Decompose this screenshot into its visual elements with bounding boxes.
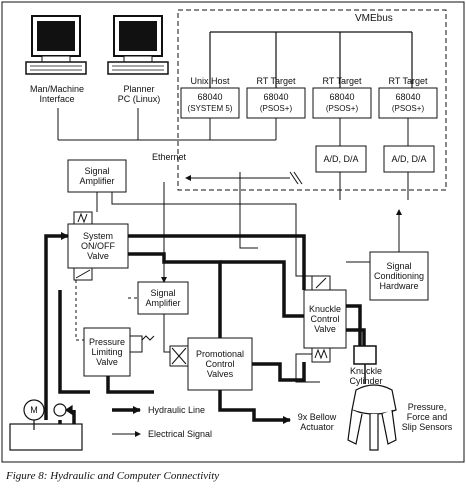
card-title: RT Target [388,76,428,86]
card-os: (SYSTEM 5) [187,104,233,113]
computer-label-line: Man/Machine [29,84,85,94]
signal-amplifier-mid: Signal Amplifier [138,288,188,308]
legend-hydraulic-label: Hydraulic Line [148,405,206,415]
card-title: RT Target [256,76,296,86]
adda-boxes [315,145,435,173]
adda-label: A/D, D/A [323,154,359,164]
knuckle-cylinder-label: Knuckle Cylinder [344,366,388,386]
block-line: Slip Sensors [401,422,453,432]
block-line: Signal [84,166,110,176]
computer-icon [107,15,169,75]
block-line: System [82,231,113,241]
sensors-label: Pressure, Force and Slip Sensors [396,402,458,432]
figure-frame [1,1,465,463]
block-line: Hardware [379,281,419,291]
signal-amplifier-top: Signal Amplifier [68,166,126,186]
block-line: Promotional [195,349,245,359]
computer-label-planner: Planner PC (Linux) [94,84,184,104]
card-os: (PSOS+) [325,104,359,113]
computer-icon [25,15,87,75]
motor-label: M [30,405,38,415]
card-cpu: 68040 [197,92,223,102]
block-line: Actuator [300,422,334,432]
card-title: RT Target [322,76,362,86]
card-title: Unix Host [190,76,230,86]
card-cpu: 68040 [395,92,421,102]
block-line: Control [310,314,340,324]
pump-motor-icon [9,399,83,451]
block-line: Pressure [88,337,125,347]
legend-electrical-label: Electrical Signal [148,429,213,439]
block-line: ON/OFF [81,241,115,251]
vme-bus-lines [209,31,413,88]
block-line: Valve [314,324,336,334]
system-valve-label: System ON/OFF Valve [68,231,128,261]
block-line: Knuckle [349,366,383,376]
ethernet-lines [57,108,303,185]
computer-label-line: PC (Linux) [117,94,161,104]
signal-conditioning-label: Signal Conditioning Hardware [370,261,428,291]
computer-label-line: Planner [123,84,155,94]
knuckle-cylinder [353,345,377,384]
block-line: Valve [87,251,109,261]
prop-valves-label: Promotional Control Valves [188,349,252,379]
block-line: Signal [150,288,176,298]
block-line: Valve [96,357,118,367]
block-line: Knuckle [308,304,342,314]
block-line: Amplifier [79,176,115,186]
block-line: Amplifier [145,298,181,308]
pressure-valve-label: Pressure Limiting Valve [84,337,130,367]
card-cpu: 68040 [329,92,355,102]
vmebus-label: VMEbus [355,13,393,24]
electrical-lines [96,172,409,383]
vme-cards [180,87,438,119]
card-cpu: 68040 [263,92,289,102]
block-line: 9x Bellow [297,412,337,422]
block-line: Control [205,359,235,369]
card-os: (PSOS+) [391,104,425,113]
knuckle-valve-label: Knuckle Control Valve [304,304,346,334]
card-os: (PSOS+) [259,104,293,113]
figure-caption: Figure 8: Hydraulic and Computer Connect… [6,470,220,482]
block-line: Limiting [91,347,123,357]
valve-symbols [73,211,331,367]
block-line: Force and [406,412,448,422]
bellow-actuator-label: 9x Bellow Actuator [290,412,344,432]
block-line: Pressure, [407,402,447,412]
block-line: Conditioning [373,271,425,281]
block-line: Signal [386,261,412,271]
block-line: Valves [206,369,234,379]
gripper-sensor-icon [347,384,397,451]
adda-label: A/D, D/A [391,154,427,164]
computer-label-mmi: Man/Machine Interface [12,84,102,104]
computer-label-line: Interface [39,94,75,104]
component-blocks [67,159,429,391]
block-line: Cylinder [349,376,383,386]
ethernet-label: Ethernet [152,152,187,162]
